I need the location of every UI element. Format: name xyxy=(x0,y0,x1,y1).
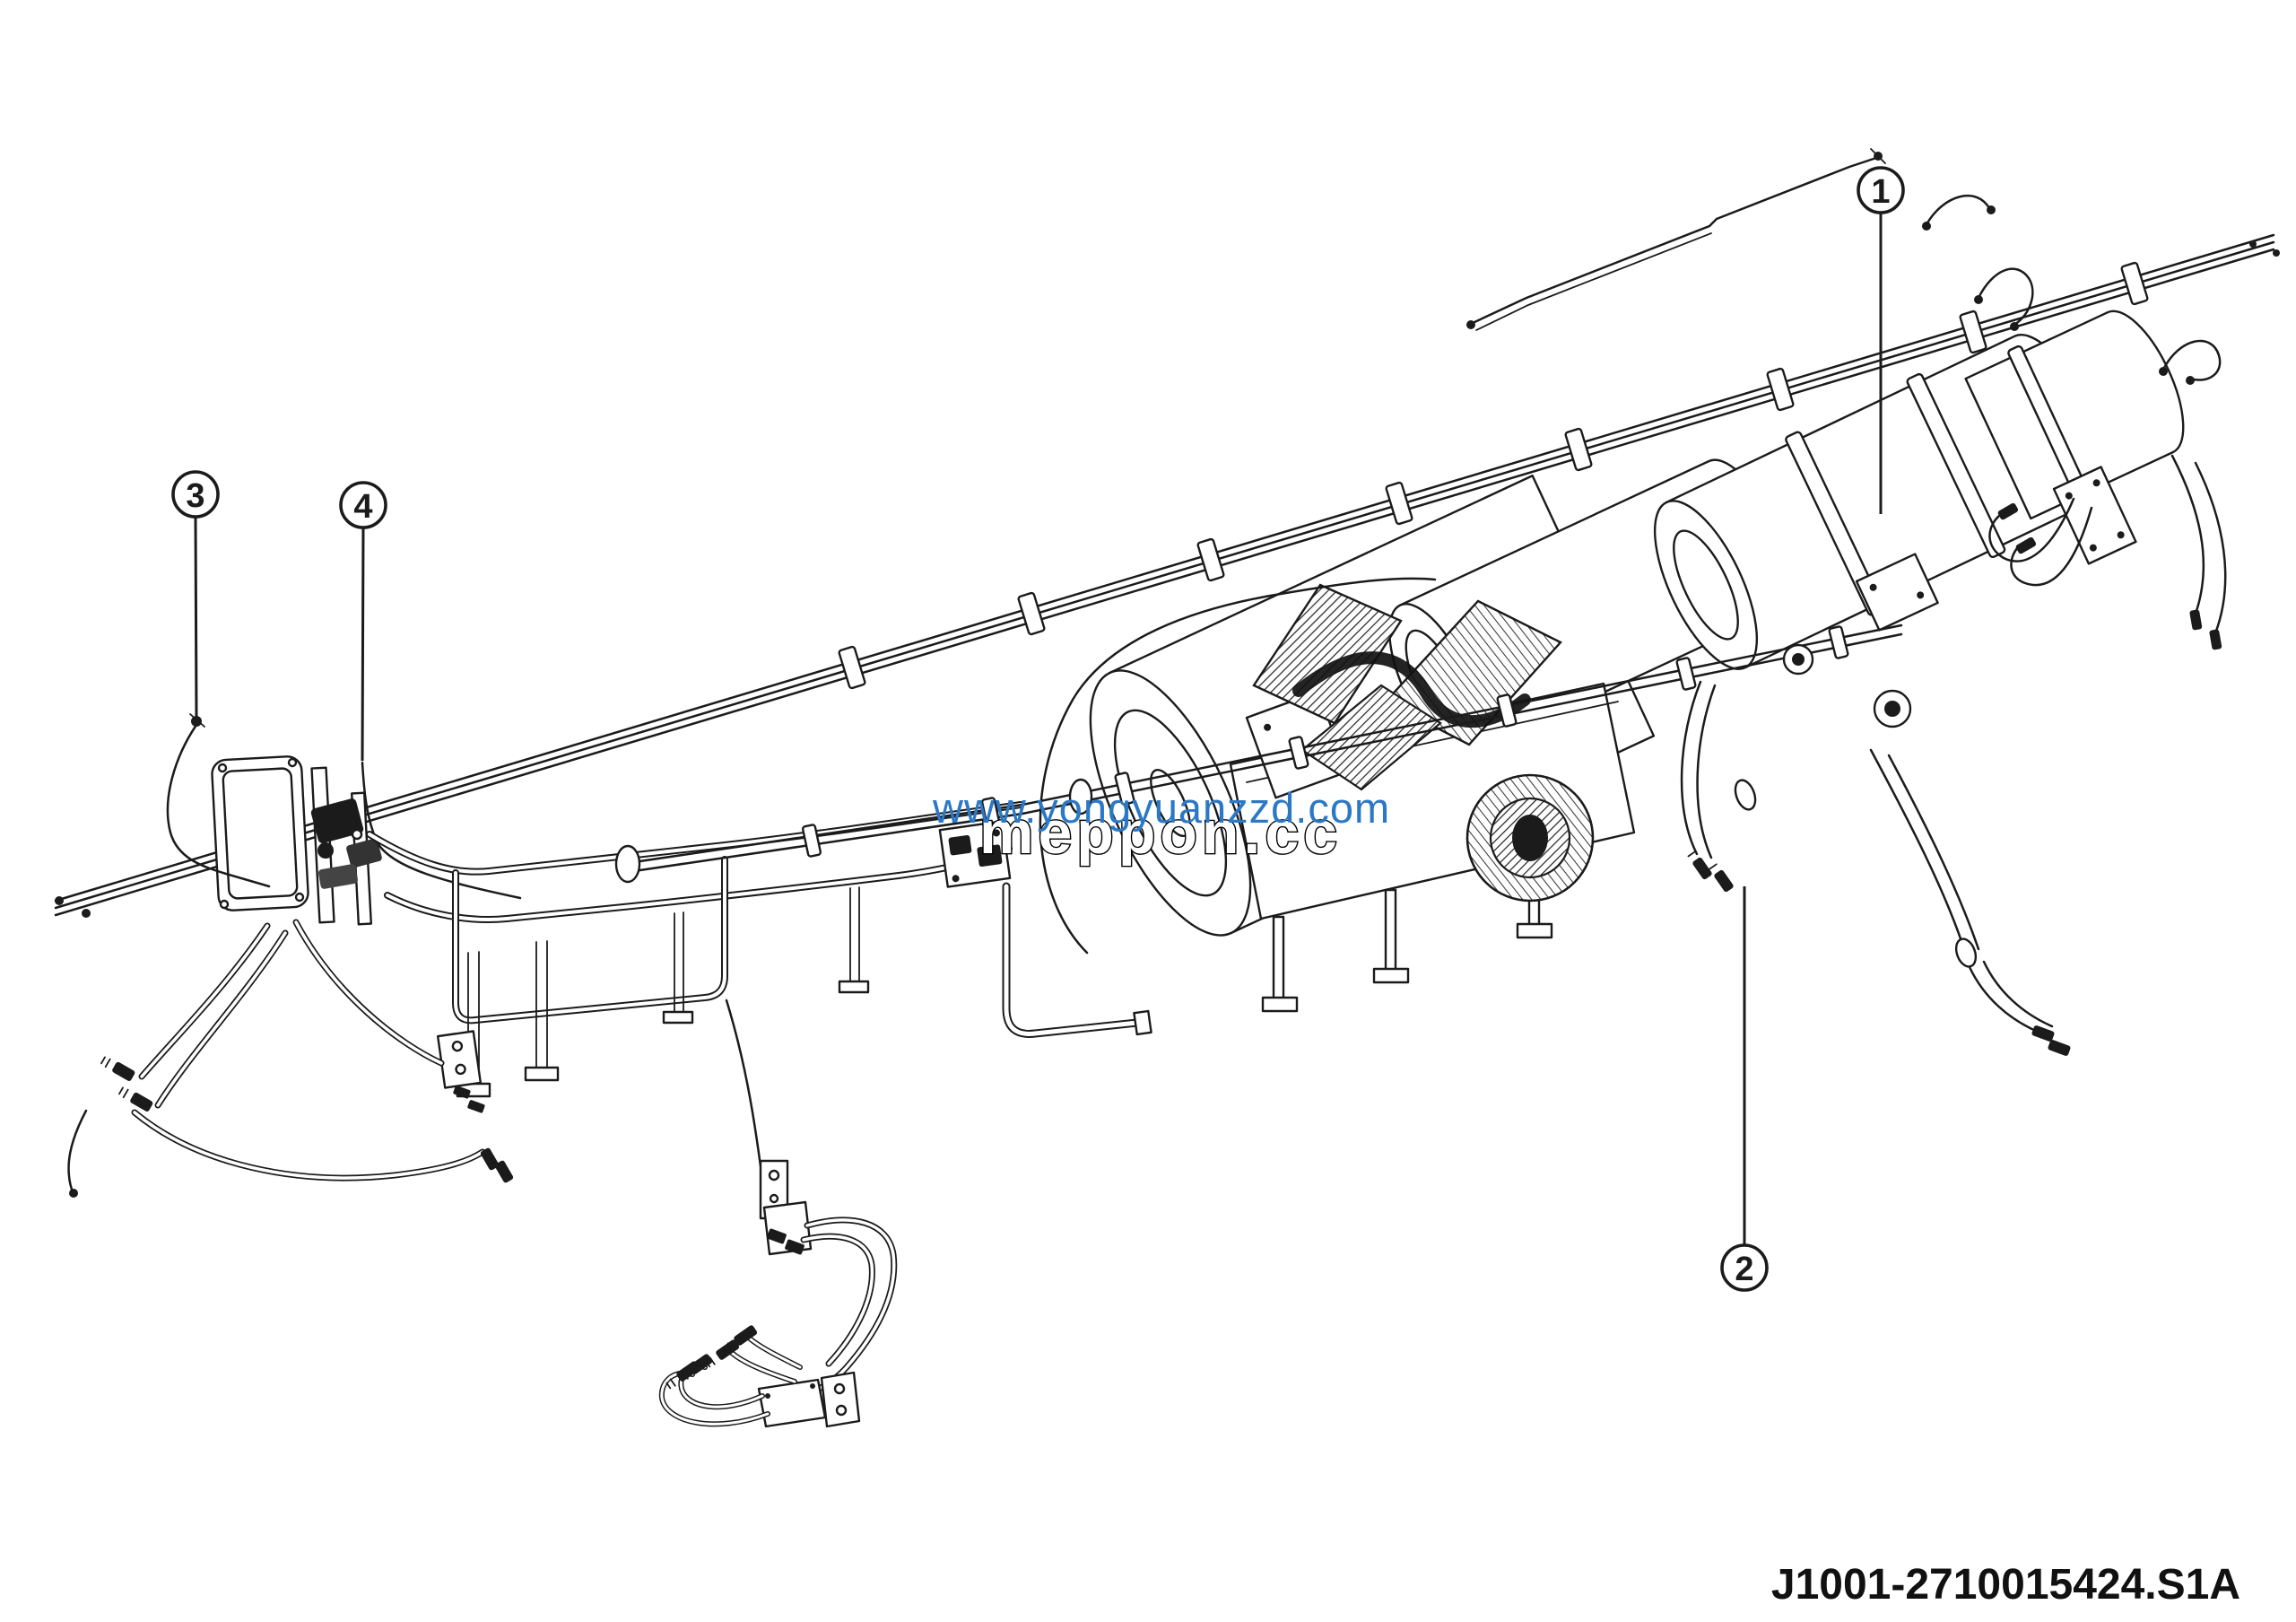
air-tank-right xyxy=(1855,310,2185,632)
watermark-url: www.yongyuanzzd.com xyxy=(932,784,1390,832)
arc-hose xyxy=(1039,577,1437,955)
bottom-middle-drop xyxy=(658,998,898,1428)
valve-heatsink-blocks xyxy=(1252,583,1595,903)
center-right-hose-drop xyxy=(1680,680,1757,893)
watermark-brand: meppon.cc xyxy=(979,798,1342,867)
callout-1-label: 1 xyxy=(1871,173,1890,211)
breather-hose xyxy=(166,713,271,888)
pipe-clamps xyxy=(838,261,2149,690)
bottom-left-hoses xyxy=(67,919,514,1198)
lower-right-hose-drop xyxy=(1869,748,2071,1056)
valve-cluster xyxy=(310,798,382,889)
channel-clamps xyxy=(801,625,1849,858)
tank-right-hose-drops xyxy=(1988,454,2227,650)
callout-3-label: 3 xyxy=(186,477,204,515)
junction-box xyxy=(938,820,1152,1038)
elbow-fitting xyxy=(118,1086,153,1112)
sensor-cable xyxy=(361,761,522,900)
callout-1: 1 xyxy=(1857,166,1905,514)
elbow-fitting xyxy=(100,1056,135,1081)
callout-2: 2 xyxy=(1720,886,1769,1292)
drawing-number: J1001-2710015424.S1A xyxy=(1771,1561,2240,1609)
round-fittings xyxy=(1782,643,1912,728)
chassis-pipe-bundle xyxy=(54,233,2280,918)
callout-3: 3 xyxy=(171,470,220,719)
left-mounting-plate xyxy=(211,755,382,926)
top-air-pipe xyxy=(1466,148,1886,331)
callout-2-label: 2 xyxy=(1735,1251,1753,1288)
callout-4: 4 xyxy=(339,481,387,762)
callout-4-label: 4 xyxy=(353,488,372,526)
jumper-hoses xyxy=(1922,194,2222,385)
